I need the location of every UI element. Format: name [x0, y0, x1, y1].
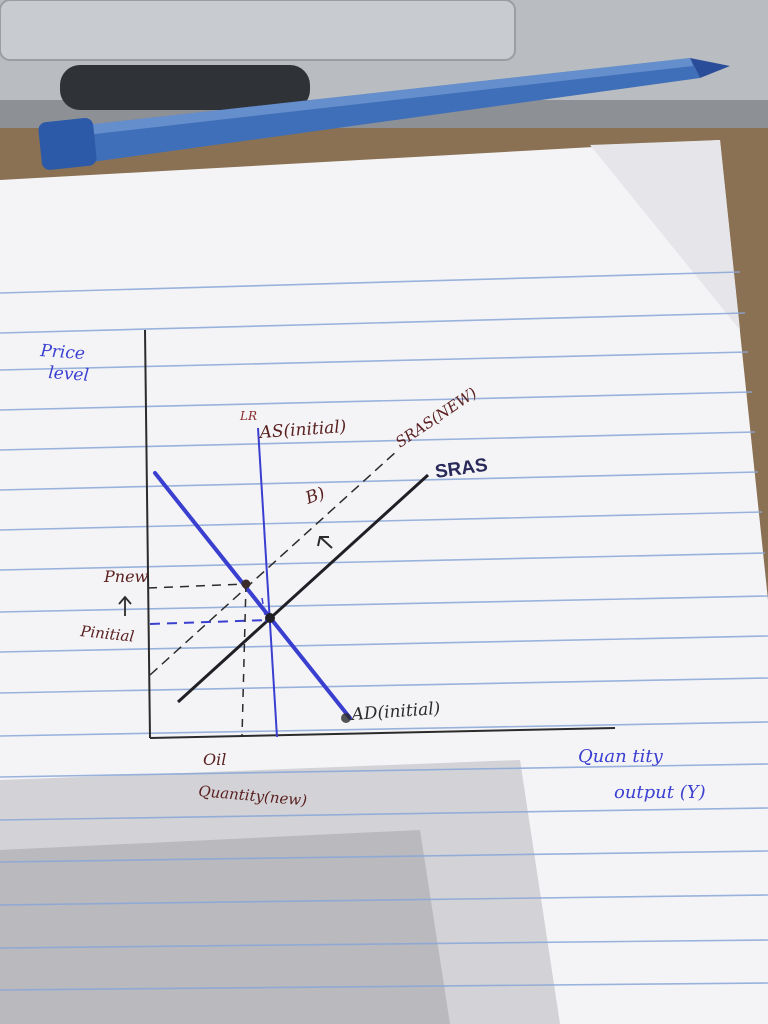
shift-arrow-icon — [317, 536, 333, 549]
x-axis — [149, 727, 616, 739]
new-equilibrium-point — [241, 579, 251, 589]
q-new-guide — [241, 583, 247, 737]
ruled-lines — [0, 271, 768, 991]
p-initial-vertical-guide — [261, 597, 267, 623]
x-axis-label-line1: Quan tity — [578, 746, 664, 767]
lras-prefix: LR — [239, 409, 257, 423]
pen — [38, 58, 730, 170]
sras-curve — [176, 473, 430, 704]
ink-blot — [341, 713, 351, 723]
y-axis-label-line2: level — [48, 363, 90, 386]
ad-curve — [153, 471, 352, 720]
y-axis — [144, 329, 151, 739]
p-initial-guide — [149, 619, 269, 625]
initial-equilibrium-point — [265, 613, 275, 623]
lras-line — [257, 427, 278, 738]
sras-new-curve — [149, 449, 399, 676]
p-new-guide — [147, 583, 247, 589]
x-axis-label-line2: output (Y) — [614, 782, 706, 803]
notebook-paper — [0, 140, 768, 1024]
price-up-arrow-icon — [118, 595, 132, 616]
y-axis-label-line1: Price — [39, 341, 86, 364]
p-new-label: Pnew — [103, 567, 149, 586]
p-initial-label: Pinitial — [79, 622, 136, 646]
quantity-label: Oil — [203, 750, 226, 769]
